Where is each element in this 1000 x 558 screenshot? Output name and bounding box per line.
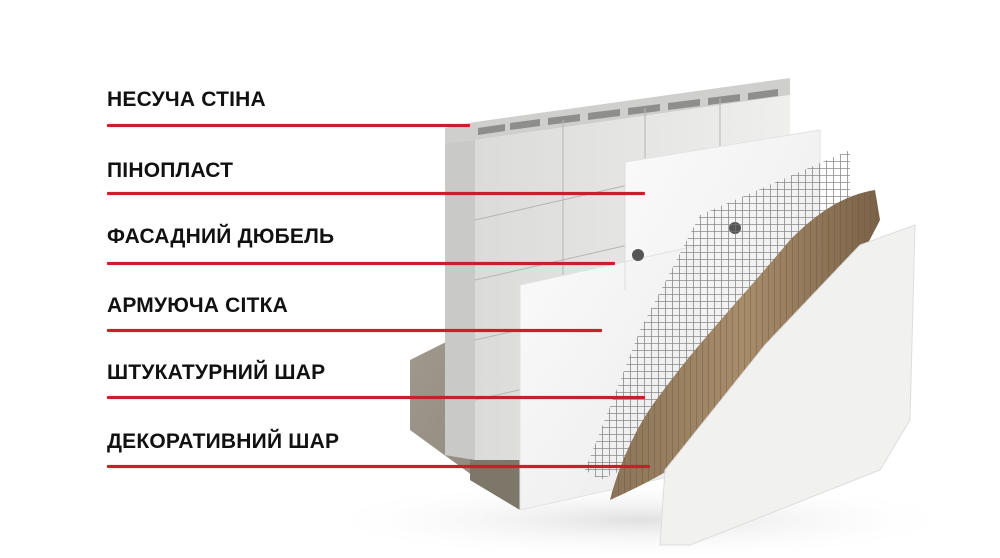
leader-line-reinforcing-mesh [107, 329, 602, 332]
label-decorative-layer: ДЕКОРАТИВНИЙ ШАР [107, 430, 340, 453]
leader-line-load-bearing-wall [107, 124, 470, 127]
leader-line-plaster-layer [107, 396, 645, 399]
leader-line-foam-insulation [107, 192, 645, 195]
leader-line-facade-dowel [107, 262, 615, 265]
label-facade-dowel: ФАСАДНИЙ ДЮБЕЛЬ [107, 225, 335, 248]
leader-line-decorative-layer [107, 465, 650, 468]
label-reinforcing-mesh: АРМУЮЧА СІТКА [107, 294, 288, 317]
label-load-bearing-wall: НЕСУЧА СТІНА [107, 88, 266, 111]
label-plaster-layer: ШТУКАТУРНИЙ ШАР [107, 361, 326, 384]
label-foam-insulation: ПІНОПЛАСТ [107, 159, 234, 182]
